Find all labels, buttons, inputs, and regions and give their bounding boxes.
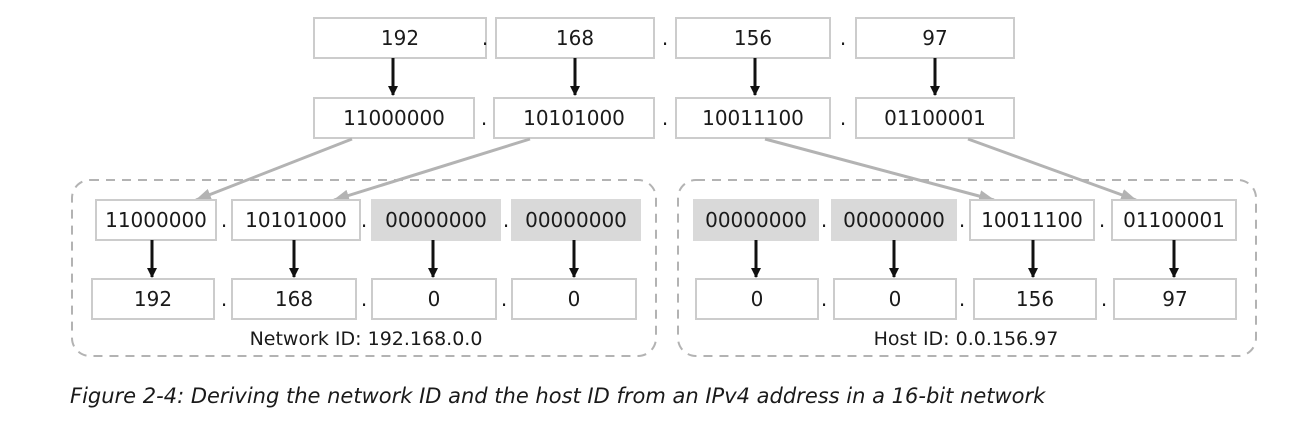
binary-octet-text: 10011100: [702, 106, 804, 130]
network-binary-text: 10101000: [245, 208, 347, 232]
network-decimal-text: 0: [428, 287, 441, 311]
host-id-group: [677, 179, 1257, 357]
copy-arrows: [195, 137, 1137, 202]
binary-octet-box: [675, 97, 831, 139]
separator-dot: .: [840, 26, 846, 50]
host-down-arrows: [751, 240, 1179, 278]
host-binary-box-masked: [693, 199, 819, 241]
binary-octet-text: 10101000: [523, 106, 625, 130]
network-binary-box-masked: [371, 199, 501, 241]
separator-dot: .: [821, 208, 827, 232]
separator-dot: .: [501, 287, 507, 311]
host-decimal-text: 0: [751, 287, 764, 311]
binary-octet-text: 11000000: [343, 106, 445, 130]
copy-arrow: [195, 137, 353, 202]
network-binary-box: [95, 199, 217, 241]
binary-octets-row: 11000000 . 10101000 . 10011100 . 0110000…: [313, 97, 1015, 139]
separator-dot: .: [662, 106, 668, 130]
separator-dot: .: [361, 208, 367, 232]
host-binary-row: 00000000 . 00000000 . 10011100 . 0110000…: [693, 199, 1237, 241]
separator-dot: .: [221, 287, 227, 311]
network-binary-text: 11000000: [105, 208, 207, 232]
binary-octet-box: [313, 97, 475, 139]
network-decimal-text: 168: [275, 287, 313, 311]
separator-dot: .: [482, 26, 488, 50]
ip-derivation-diagram: 192 . 168 . 156 . 97 11000000 . 10101000: [71, 17, 1257, 357]
host-binary-text: 00000000: [705, 208, 807, 232]
network-id-group: [71, 179, 657, 357]
separator-dot: .: [1101, 287, 1107, 311]
ip-octet-text: 192: [381, 26, 419, 50]
separator-dot: .: [221, 208, 227, 232]
separator-dot: .: [959, 287, 965, 311]
network-binary-box-masked: [511, 199, 641, 241]
network-binary-text: 00000000: [525, 208, 627, 232]
separator-dot: .: [361, 287, 367, 311]
host-decimal-box: [695, 278, 819, 320]
host-decimal-box: [1113, 278, 1237, 320]
ip-octet-text: 168: [556, 26, 594, 50]
ip-octet-box: [855, 17, 1015, 59]
network-decimal-row: 192 . 168 . 0 . 0: [91, 278, 637, 320]
separator-dot: .: [481, 106, 487, 130]
host-decimal-row: 0 . 0 . 156 . 97: [695, 278, 1237, 320]
host-decimal-text: 156: [1016, 287, 1054, 311]
network-decimal-box: [511, 278, 637, 320]
binary-octet-box: [855, 97, 1015, 139]
ip-octet-box: [313, 17, 487, 59]
copy-arrow: [967, 137, 1137, 202]
network-decimal-text: 0: [568, 287, 581, 311]
figure-caption: Figure 2-4: Deriving the network ID and …: [70, 384, 1046, 408]
separator-dot: .: [959, 208, 965, 232]
copy-arrow: [333, 137, 531, 202]
ip-octet-text: 156: [734, 26, 772, 50]
host-binary-text: 01100001: [1123, 208, 1225, 232]
network-id-label: Network ID: 192.168.0.0: [250, 328, 483, 350]
network-decimal-text: 192: [134, 287, 172, 311]
host-binary-text: 00000000: [843, 208, 945, 232]
copy-arrow: [764, 137, 995, 202]
ip-octet-text: 97: [922, 26, 947, 50]
network-decimal-box: [91, 278, 215, 320]
ip-octets-row: 192 . 168 . 156 . 97: [313, 17, 1015, 59]
host-decimal-text: 97: [1162, 287, 1187, 311]
separator-dot: .: [840, 106, 846, 130]
network-binary-box: [231, 199, 361, 241]
separator-dot: .: [662, 26, 668, 50]
binary-octet-text: 01100001: [884, 106, 986, 130]
host-binary-text: 10011100: [981, 208, 1083, 232]
host-decimal-text: 0: [889, 287, 902, 311]
network-binary-text: 00000000: [385, 208, 487, 232]
network-binary-row: 11000000 . 10101000 . 00000000 . 0000000…: [95, 199, 641, 241]
host-decimal-box: [973, 278, 1097, 320]
host-decimal-box: [833, 278, 957, 320]
binary-octet-box: [493, 97, 655, 139]
separator-dot: .: [1099, 208, 1105, 232]
separator-dot: .: [503, 208, 509, 232]
separator-dot: .: [821, 287, 827, 311]
ip-octet-box: [675, 17, 831, 59]
host-id-label: Host ID: 0.0.156.97: [874, 328, 1059, 350]
network-decimal-box: [231, 278, 357, 320]
network-down-arrows: [147, 240, 579, 278]
network-decimal-box: [371, 278, 497, 320]
ip-to-binary-arrows: [388, 58, 940, 96]
